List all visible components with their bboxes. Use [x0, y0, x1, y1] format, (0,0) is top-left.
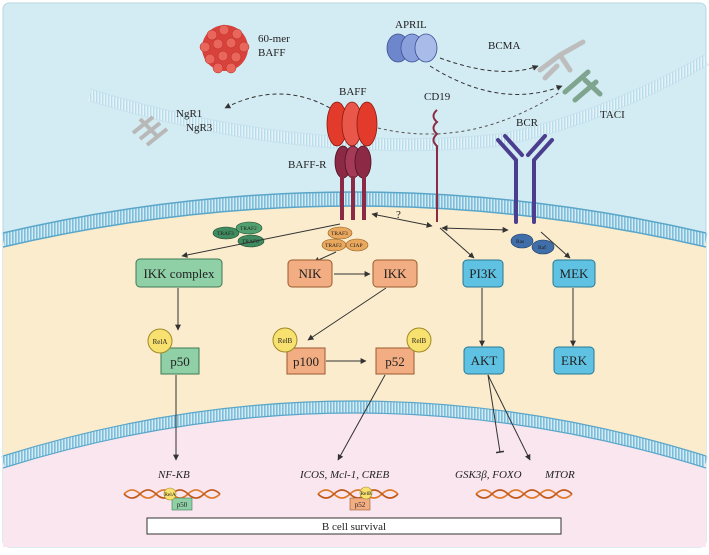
pathway-arrows	[173, 223, 576, 461]
mtor-target-label: MTOR	[544, 469, 575, 481]
cd19-label: CD19	[424, 91, 451, 103]
ikk-complex-node: IKK complex	[135, 258, 223, 288]
bcr-receptor-icon	[496, 134, 554, 224]
pi3k-label: PI3K	[469, 266, 497, 281]
baff-trimer-icon	[326, 101, 378, 147]
survival-bar	[146, 517, 562, 535]
p50-label: p50	[170, 354, 190, 369]
ngr1-label: NgR1	[176, 108, 202, 120]
april-to-bcma-arrow	[439, 57, 539, 72]
ciap-label: CIAP	[350, 243, 363, 249]
baff-60mer-line1: 60-mer	[258, 33, 290, 45]
baff-60mer-icon	[199, 24, 250, 74]
april-to-taci-arrow	[429, 65, 563, 95]
bcma-label: BCMA	[488, 40, 520, 52]
baff-label: BAFF	[339, 86, 367, 98]
traf2-left-label: TRAF2	[240, 226, 257, 232]
relb-p100-complex: p100 RelB	[272, 327, 326, 375]
baff-to-taci-arrow	[377, 91, 561, 135]
ras-label: Ras	[516, 239, 524, 245]
p100-label: p100	[293, 354, 319, 369]
upper-cell-membrane	[88, 54, 709, 151]
relb-2-label: RelB	[412, 337, 427, 345]
icos-target-label: ICOS, Mcl-1, CREB	[299, 469, 389, 481]
cd19-receptor-icon	[432, 109, 439, 222]
survival-bar-label: B cell survival	[322, 521, 386, 533]
nfkb-target-label: NF-KB	[157, 469, 190, 481]
rela-label: RelA	[153, 338, 168, 346]
nik-label: NIK	[298, 266, 322, 281]
ngr3-label: NgR3	[186, 122, 213, 134]
relb-1-label: RelB	[278, 337, 293, 345]
april-icon	[386, 33, 438, 63]
nuclear-membrane	[1, 401, 708, 468]
akt-label: AKT	[471, 353, 498, 368]
traf-cluster-left	[212, 221, 265, 248]
erk-label: ERK	[561, 353, 588, 368]
relb-p52-complex: p52 RelB	[375, 327, 432, 375]
baff-60mer-label: 60-mer BAFF	[258, 33, 293, 59]
ras-raf-complex	[510, 233, 555, 255]
crosstalk-question-mark: ?	[396, 209, 401, 221]
crosstalk-arrow-left	[371, 212, 433, 228]
raf-label: Raf	[538, 244, 546, 251]
erk-node: ERK	[553, 346, 595, 375]
bcr-label: BCR	[516, 117, 539, 129]
pi3k-node: PI3K	[462, 259, 504, 288]
traf3-center-label: TRAF3	[331, 231, 348, 237]
nucleus	[3, 405, 706, 547]
ngr-receptor-icon	[131, 115, 169, 147]
akt-inhibits-gsk3b	[487, 374, 505, 454]
dna-p50-label: p50	[177, 501, 188, 509]
traf3-left-label: TRAF3	[217, 231, 234, 237]
dna-helix-akt	[475, 489, 573, 499]
ikk-label: IKK	[383, 266, 407, 281]
dna-bound-relb-p52: RelB p52	[349, 486, 373, 511]
crosstalk-arrow-right	[441, 225, 509, 233]
dna-p52-label: p52	[355, 501, 366, 509]
taci-receptor-icon	[562, 69, 603, 103]
april-label: APRIL	[395, 19, 427, 31]
gsk-target-label: GSK3β, FOXO	[455, 469, 522, 481]
mek-node: MEK	[552, 259, 596, 288]
dna-bound-rela-p50: RelA p50	[163, 487, 193, 511]
baff-60mer-line2: BAFF	[258, 47, 286, 59]
akt-node: AKT	[463, 346, 505, 375]
dna-relb-label: RelB	[360, 491, 372, 497]
baff-r-receptor-icon	[334, 145, 372, 220]
traf-cluster-center	[321, 226, 369, 252]
rela-p50-complex: p50 RelA	[147, 328, 200, 375]
bcma-receptor-icon	[537, 39, 586, 81]
baff-r-label: BAFF-R	[288, 159, 327, 171]
ikk-complex-label: IKK complex	[143, 266, 215, 281]
p52-label: p52	[385, 354, 405, 369]
ikk-node: IKK	[372, 259, 418, 288]
taci-label: TACI	[600, 109, 625, 121]
traf2-center-label: TRAF2	[325, 243, 342, 249]
nik-node: NIK	[287, 259, 333, 288]
dna-rela-label: RelA	[164, 492, 176, 498]
mek-label: MEK	[560, 266, 590, 281]
